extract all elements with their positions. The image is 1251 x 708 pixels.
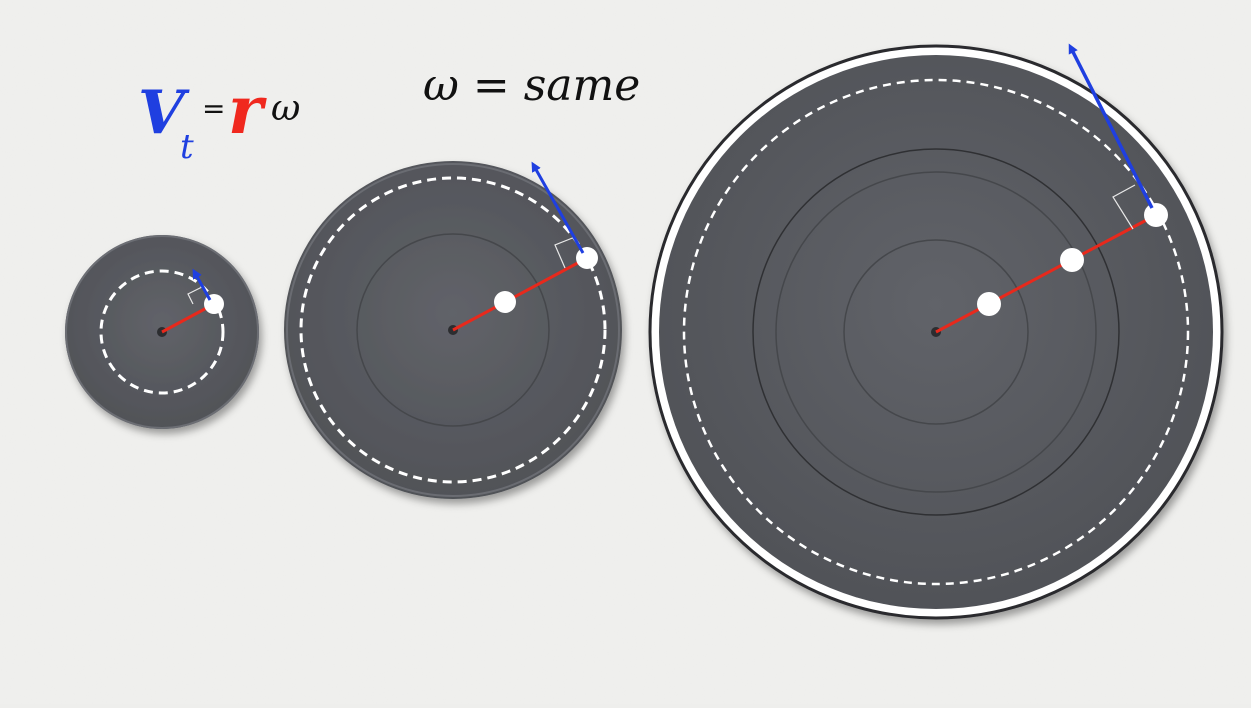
large-right-angle	[1112, 184, 1136, 230]
medium-marker-dot-inner	[494, 291, 516, 313]
large-velocity-arrow	[1068, 43, 1154, 209]
large-marker-dot-2	[1060, 248, 1084, 272]
medium-right-angle	[554, 236, 576, 269]
tangential-velocity-formula: V t = r ω	[138, 71, 300, 167]
small-velocity-arrow	[192, 268, 212, 301]
large-ring-inner-groove	[843, 239, 1029, 425]
large-ring-outer-groove	[752, 148, 1120, 516]
small-disc-rim	[65, 235, 259, 429]
large-marker-dot-3	[1144, 203, 1168, 227]
large-dashed-path	[682, 78, 1190, 586]
medium-turntable	[284, 161, 622, 499]
large-radius-line	[935, 213, 1157, 334]
omega-same-heading: ω = same	[423, 60, 640, 111]
medium-dashed-path	[299, 176, 607, 484]
small-dashed-path	[99, 269, 225, 395]
formula-v-symbol: V	[138, 78, 190, 148]
medium-inner-ring	[356, 233, 550, 427]
medium-disc-rim	[286, 163, 620, 497]
formula-omega: ω	[271, 88, 300, 129]
medium-marker-dot-outer	[576, 247, 598, 269]
large-ring-mid-groove	[775, 171, 1097, 493]
medium-radius-line	[452, 256, 588, 332]
formula-equals: =	[202, 92, 225, 125]
formula-r-symbol: r	[228, 71, 267, 149]
small-right-angle	[187, 285, 205, 305]
formula-subscript-t: t	[180, 127, 194, 167]
large-turntable	[648, 43, 1224, 620]
small-turntable	[65, 235, 259, 429]
large-marker-dot-1	[977, 292, 1001, 316]
medium-velocity-arrow	[531, 161, 585, 254]
